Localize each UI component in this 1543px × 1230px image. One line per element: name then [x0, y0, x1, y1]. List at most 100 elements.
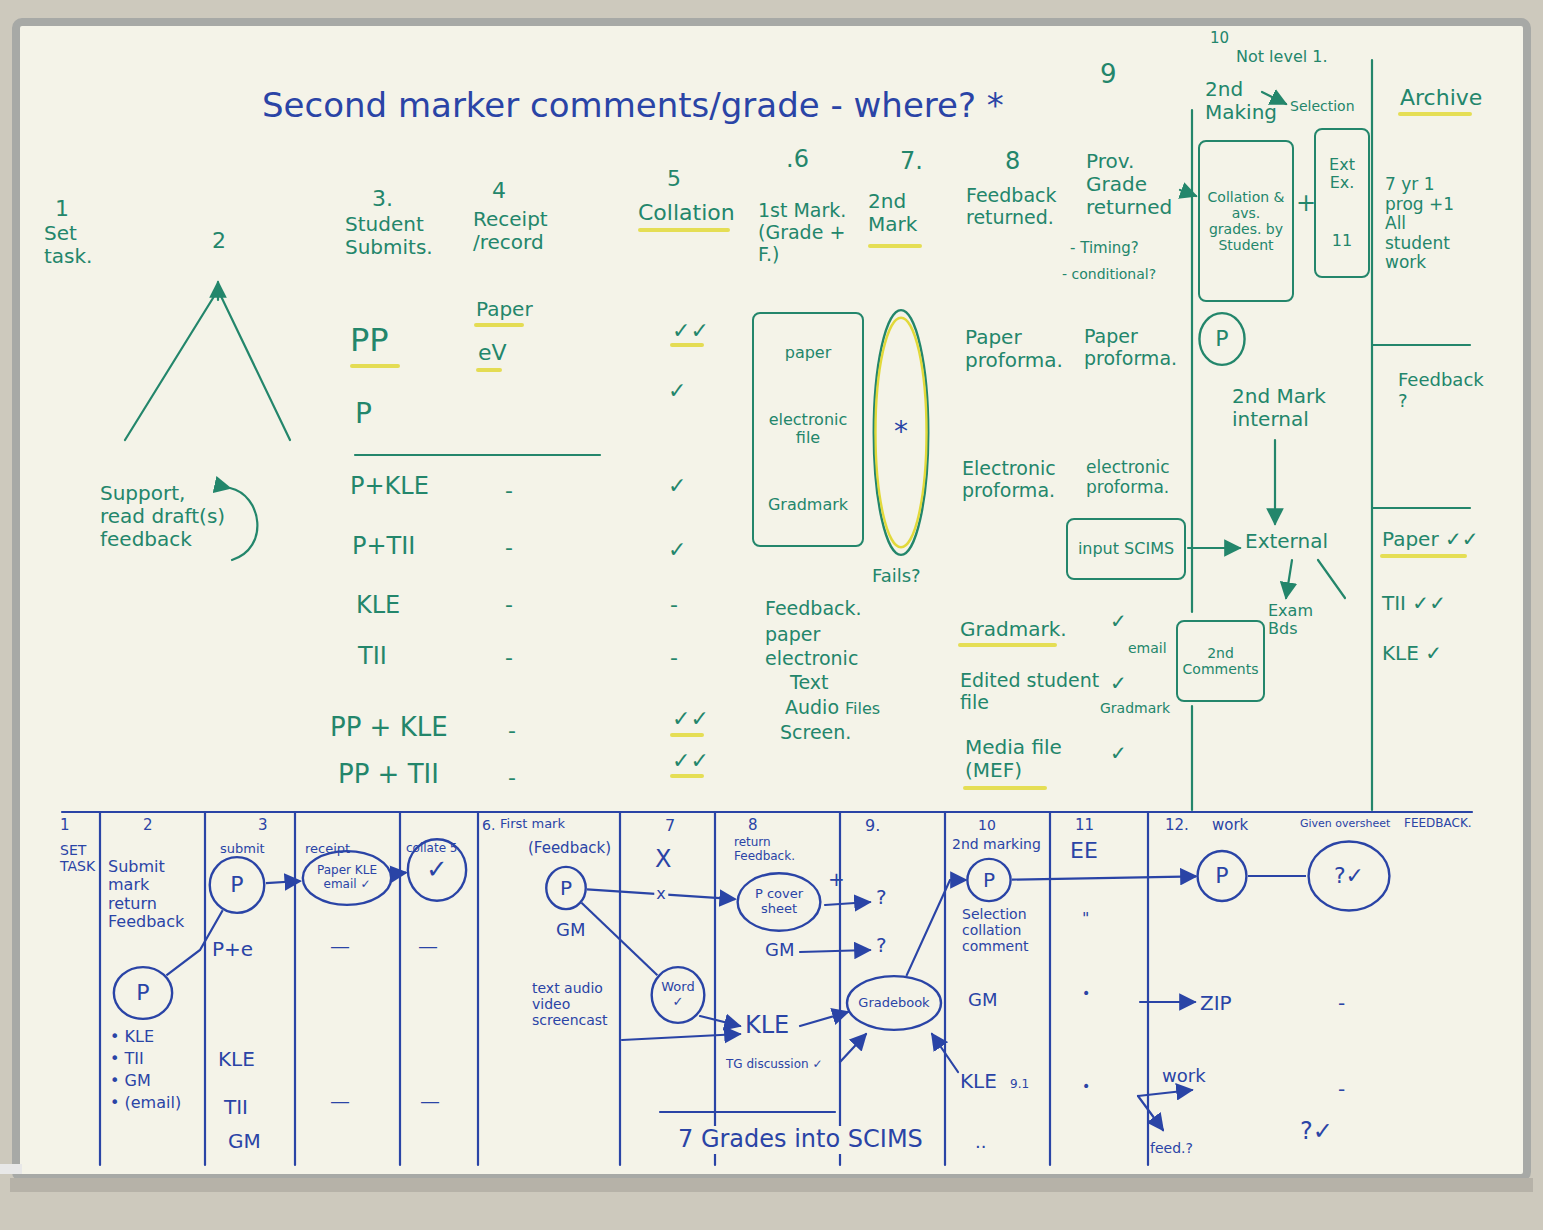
board-label: - Timing?	[1070, 240, 1139, 257]
board-label: P+TII	[352, 533, 415, 561]
board-label: • KLE	[110, 1028, 154, 1046]
board-label: 3.	[372, 186, 393, 211]
node-text-group: *	[880, 416, 922, 448]
board-label: Electronic proforma.	[962, 458, 1078, 502]
board-label: 1	[55, 196, 69, 221]
outline-ellipse	[874, 310, 929, 555]
board-label: Selection collation comment	[962, 906, 1042, 954]
board-label: 2	[143, 817, 153, 834]
board-label: ?	[876, 934, 887, 957]
board-label: • TII	[110, 1050, 144, 1068]
board-label: text audio video screencast	[532, 980, 616, 1028]
board-label: 7 Grades into SCIMS	[676, 1126, 925, 1154]
board-label: Edited student file	[960, 670, 1100, 714]
board-label: KLE	[745, 1012, 789, 1040]
outline-ellipse	[1199, 313, 1244, 365]
board-label: Paper ✓✓	[1382, 528, 1479, 551]
node-text: Gradmark	[768, 496, 848, 514]
board-label: 2nd Mark	[868, 190, 930, 236]
board-label: 4	[492, 178, 506, 203]
connector-label: x	[654, 885, 667, 903]
board-label: collate 5	[406, 842, 458, 856]
node-text: P	[983, 869, 995, 892]
board-label: P+e	[212, 938, 253, 961]
board-label: Exam Bds	[1268, 602, 1323, 639]
board-label: ✓	[1110, 672, 1127, 695]
board-label: External	[1245, 530, 1328, 553]
board-label: email	[1128, 640, 1167, 656]
board-label: GM	[765, 940, 794, 961]
node-text-group: paperelectronic fileGradmark	[759, 320, 857, 539]
board-label: 10	[978, 817, 996, 833]
board-label: 2nd marking	[952, 836, 1041, 852]
board-label: Media file (MEF)	[965, 736, 1090, 782]
board-label: 6.	[482, 817, 495, 833]
board-label: ZIP	[1200, 992, 1232, 1015]
circled-item: Gradebook	[844, 975, 944, 1031]
circled-item: P	[1198, 312, 1246, 366]
node-text-group: P	[216, 872, 258, 897]
node-text: input SCIMS	[1078, 540, 1174, 558]
board-label: • GM	[110, 1072, 151, 1090]
node-text: P	[1215, 863, 1228, 888]
board-label: ?	[876, 886, 887, 909]
node-text: 11	[1332, 232, 1352, 250]
circled-item: Word ✓	[650, 966, 706, 1024]
board-label: Not level 1.	[1236, 48, 1328, 66]
board-label: Feedback.	[765, 598, 862, 620]
node-text: P cover sheet	[748, 887, 811, 917]
board-label: PP + KLE	[330, 713, 448, 743]
node-text-group: Gradebook	[858, 996, 930, 1011]
board-label: ✓✓	[672, 748, 709, 773]
board-label: ..	[975, 1132, 986, 1153]
connector	[906, 880, 966, 976]
node-text-group: Collation & avs. grades. by Student	[1205, 189, 1287, 253]
connector	[394, 873, 407, 874]
node-text: P	[136, 980, 149, 1005]
board-label: electronic	[765, 648, 858, 670]
board-label: .6	[786, 146, 809, 174]
node-text-group: P	[1204, 863, 1241, 888]
board-label: •	[1082, 985, 1090, 1001]
board-label: 9.1	[1010, 1078, 1029, 1092]
board-label: feed.?	[1150, 1140, 1193, 1156]
board-label: 1	[60, 817, 70, 834]
node-text: ✓	[426, 855, 448, 885]
outline-ellipse	[546, 867, 585, 909]
board-label: X	[655, 846, 671, 874]
circled-item: P	[112, 966, 174, 1020]
circled-item: P cover sheet	[735, 872, 823, 932]
node-text: *	[894, 416, 908, 448]
connector	[1248, 875, 1306, 877]
board-label: ✓	[1110, 742, 1127, 765]
node-text: ?✓	[1334, 863, 1364, 888]
board-label: TG discussion ✓	[726, 1058, 823, 1072]
board-label: PP	[350, 322, 389, 359]
board-label: 7.	[900, 148, 923, 176]
board-label: Set task.	[44, 222, 110, 268]
board-label: GM	[556, 920, 585, 941]
board-label: 7 yr 1 prog +1 All student work	[1385, 175, 1465, 273]
node-text-group: P cover sheet	[748, 887, 811, 917]
node-text: electronic file	[759, 411, 857, 448]
board-label: SET TASK	[60, 842, 98, 874]
board-label: Gradmark	[1100, 700, 1170, 716]
board-label: ✓✓	[672, 318, 709, 343]
board-label: Collation	[638, 200, 735, 225]
circled-item: P	[966, 858, 1012, 902]
circled-item: P	[208, 856, 266, 914]
board-label: 9.	[865, 817, 880, 835]
board-label: GM	[228, 1130, 261, 1153]
node-text: Collation & avs. grades. by Student	[1205, 189, 1287, 253]
board-title: Second marker comments/grade - where? *	[262, 86, 1004, 125]
board-label: Prov. Grade returned	[1086, 150, 1186, 219]
boxed-item: Ext Ex.11	[1314, 128, 1370, 278]
outline-ellipse	[847, 976, 941, 1030]
board-label: ✓✓	[672, 706, 709, 731]
board-label: eV	[478, 340, 507, 365]
node-text: 2nd Comments	[1183, 645, 1259, 677]
board-label: TII	[358, 643, 387, 671]
board-label: 8	[1005, 148, 1020, 176]
board-label: Submit mark return Feedback	[108, 858, 188, 932]
board-label: -	[505, 592, 513, 617]
